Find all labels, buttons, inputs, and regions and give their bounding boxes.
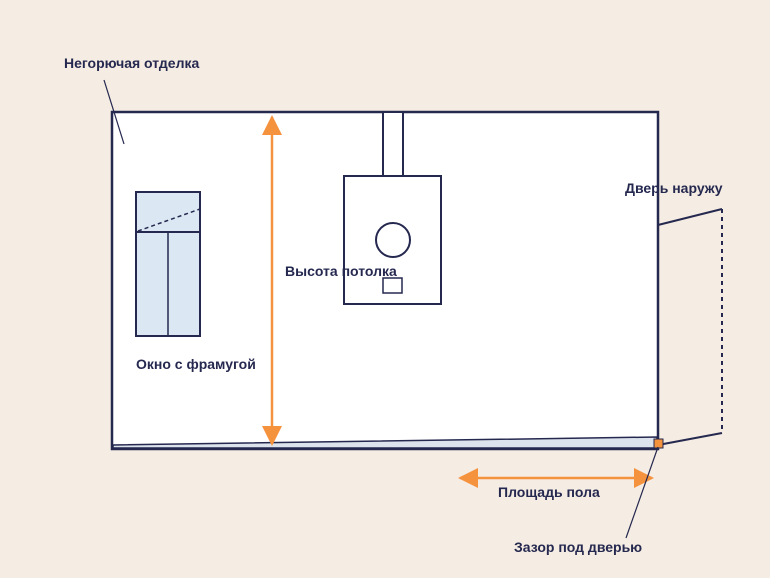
window-with-transom xyxy=(135,191,201,337)
floor-area-label: Площадь пола xyxy=(498,484,600,500)
stove xyxy=(343,111,442,305)
door-gap-label: Зазор под дверью xyxy=(514,539,642,555)
stove-firebox-window xyxy=(375,222,411,258)
ceiling-height-label: Высота потолка xyxy=(285,263,397,279)
door-outward xyxy=(657,208,723,446)
nonflammable-finish-leader xyxy=(103,79,125,145)
window-transom-label: Окно с фрамугой xyxy=(136,356,256,372)
chimney-pipe xyxy=(382,111,404,177)
door-bottom-edge xyxy=(657,432,723,446)
nonflammable-finish-label: Негорючая отделка xyxy=(64,55,199,71)
door-outward-label: Дверь наружу xyxy=(625,180,723,196)
door-top-edge xyxy=(657,208,723,226)
stove-ash-door xyxy=(382,277,403,294)
door-gap-marker xyxy=(653,438,664,449)
transom-open-indicator xyxy=(137,208,201,232)
door-gap-leader xyxy=(625,446,659,539)
